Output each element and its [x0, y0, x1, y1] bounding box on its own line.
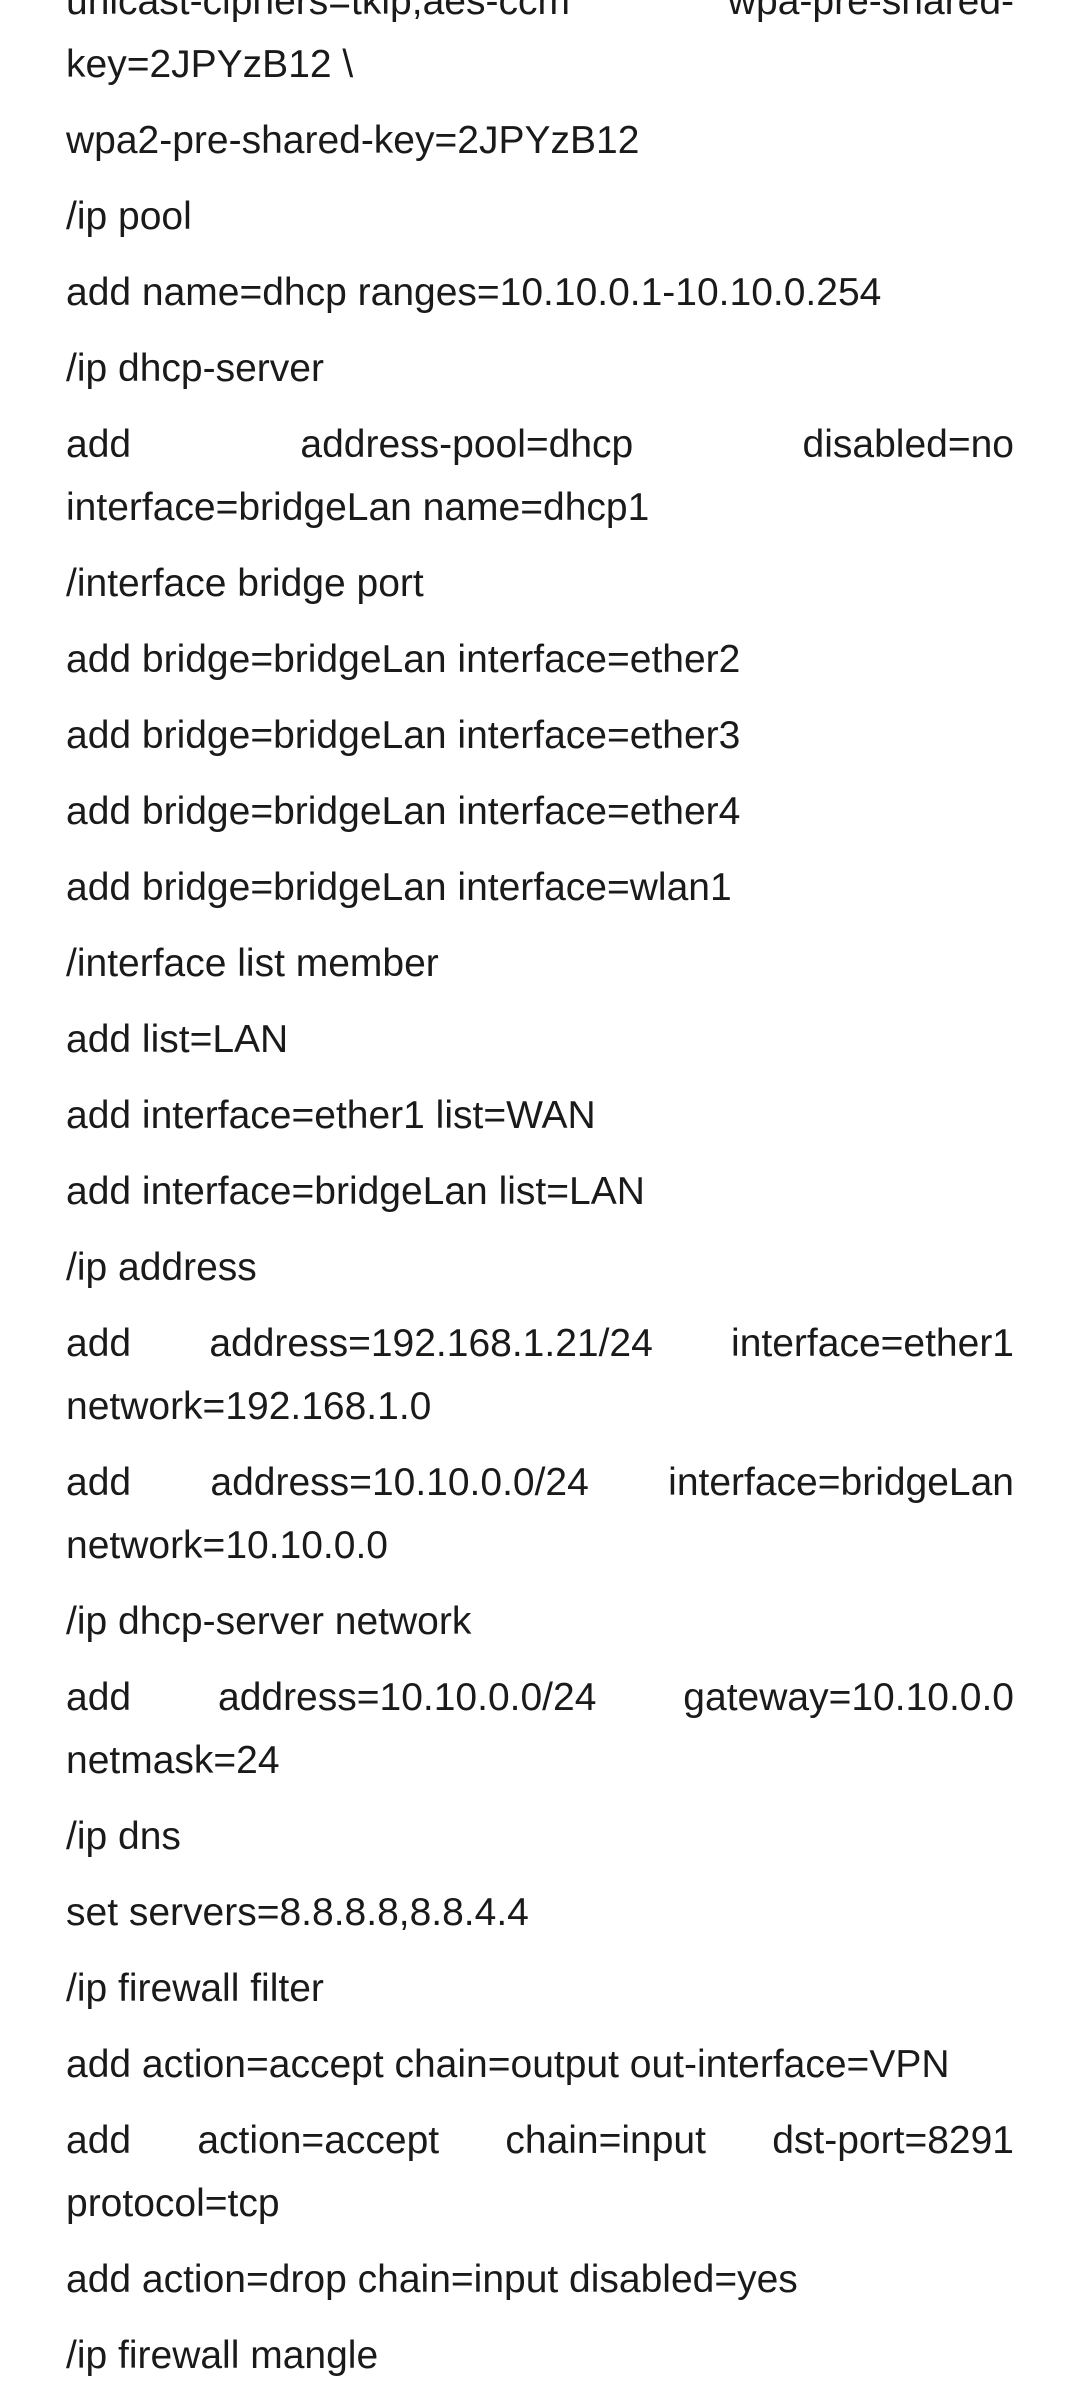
- paragraph-list-bridge-lan: add interface=bridgeLan list=LAN: [66, 1170, 645, 1213]
- paragraph-pool-add: add name=dhcp ranges=10.10.0.1-10.10.0.2…: [66, 271, 882, 314]
- paragraph-bridge-ether4: add bridge=bridgeLan interface=ether4: [66, 790, 741, 833]
- paragraph-address-ether1: add address=192.168.1.21/24 interface=et…: [66, 1322, 1014, 1428]
- paragraph-bridge-wlan1: add bridge=bridgeLan interface=wlan1: [66, 866, 732, 909]
- paragraph-filter-output: add action=accept chain=output out-inter…: [66, 2043, 950, 2086]
- paragraph-address-bridge: add address=10.10.0.0/24 interface=bridg…: [66, 1461, 1014, 1567]
- paragraph-bridge-port: /interface bridge port: [66, 562, 424, 605]
- paragraph-firewall-mangle: /ip firewall mangle: [66, 2334, 379, 2377]
- document-body: unicast-ciphers=tkip,aes-ccm wpa-pre-sha…: [66, 0, 1014, 2400]
- paragraph-list-wan: add interface=ether1 list=WAN: [66, 1094, 596, 1137]
- paragraph-wpa2-key: wpa2-pre-shared-key=2JPYzB12: [66, 119, 640, 162]
- paragraph-ip-dns: /ip dns: [66, 1815, 181, 1858]
- paragraph-bridge-ether2: add bridge=bridgeLan interface=ether2: [66, 638, 741, 681]
- paragraph-dns-servers: set servers=8.8.8.8,8.8.4.4: [66, 1891, 529, 1934]
- paragraph-filter-winbox: add action=accept chain=input dst-port=8…: [66, 2119, 1014, 2225]
- paragraph-dhcp-network: /ip dhcp-server network: [66, 1600, 472, 1643]
- paragraph-list-lan: add list=LAN: [66, 1018, 289, 1061]
- paragraph-wpa-key: unicast-ciphers=tkip,aes-ccm wpa-pre-sha…: [66, 0, 1014, 86]
- paragraph-ip-address: /ip address: [66, 1246, 257, 1289]
- paragraph-dhcp-server: /ip dhcp-server: [66, 347, 324, 390]
- paragraph-dhcp-server-add: add address-pool=dhcp disabled=no interf…: [66, 423, 1014, 529]
- paragraph-ip-pool: /ip pool: [66, 195, 192, 238]
- paragraph-bridge-ether3: add bridge=bridgeLan interface=ether3: [66, 714, 741, 757]
- paragraph-firewall-filter: /ip firewall filter: [66, 1967, 324, 2010]
- paragraph-filter-drop: add action=drop chain=input disabled=yes: [66, 2258, 798, 2301]
- paragraph-list-member: /interface list member: [66, 942, 439, 985]
- paragraph-dhcp-network-add: add address=10.10.0.0/24 gateway=10.10.0…: [66, 1676, 1014, 1782]
